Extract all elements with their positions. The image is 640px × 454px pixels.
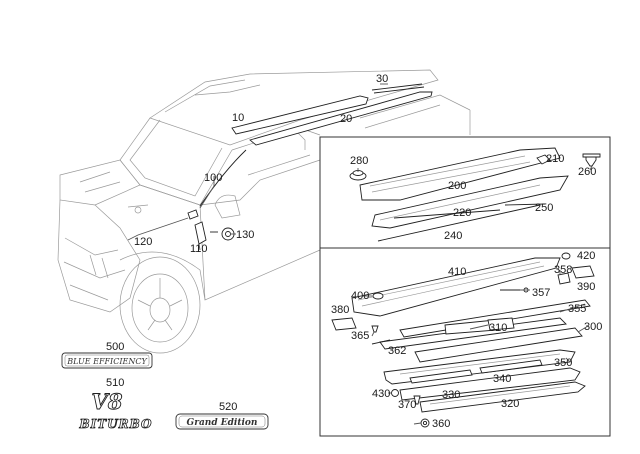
upper-sill-parts (349, 147, 601, 242)
callout-240: 240 (444, 230, 462, 242)
callout-380: 380 (331, 304, 349, 316)
callout-260: 260 (578, 166, 596, 178)
frame-lower (319, 247, 611, 437)
biturbo-badge: BITURBO (79, 417, 153, 431)
callout-510: 510 (106, 377, 124, 389)
callout-358: 358 (554, 264, 572, 276)
callout-330: 330 (442, 389, 460, 401)
leader-lines (127, 83, 593, 425)
front-trim-parts (187, 149, 247, 245)
blue-efficiency-badge: BLUE EFFICIENCY (66, 357, 147, 366)
grand-edition-badge: Grand Edition (187, 418, 258, 428)
callout-520: 520 (219, 401, 237, 413)
callout-120: 120 (134, 236, 152, 248)
callout-labels: 30 10 20 100 120 110 130 280 210 260 200… (106, 73, 602, 430)
callout-430: 430 (372, 388, 390, 400)
callout-110: 110 (190, 243, 208, 255)
callout-400: 400 (351, 290, 369, 302)
callout-130: 130 (236, 229, 254, 241)
callout-390: 390 (577, 281, 595, 293)
callout-370: 370 (398, 399, 416, 411)
callout-30: 30 (376, 73, 388, 85)
callout-420: 420 (577, 250, 595, 262)
callout-250: 250 (535, 202, 553, 214)
callout-360: 360 (432, 418, 450, 430)
lower-running-board-parts (331, 252, 595, 428)
callout-200: 200 (448, 180, 466, 192)
callout-320: 320 (501, 398, 519, 410)
callout-355: 355 (568, 303, 586, 315)
callout-210: 210 (546, 153, 564, 165)
callout-410: 410 (448, 266, 466, 278)
callout-20: 20 (340, 113, 352, 125)
callout-500: 500 (106, 341, 124, 353)
callout-340: 340 (493, 373, 511, 385)
callout-220: 220 (453, 207, 471, 219)
emblem-badges: BLUE EFFICIENCY V8 BITURBO Grand Edition (61, 352, 269, 431)
blue-efficiency-badge-frame (61, 352, 153, 369)
callout-300: 300 (584, 321, 602, 333)
callout-10: 10 (232, 112, 244, 124)
callout-280: 280 (350, 155, 368, 167)
grand-edition-badge-frame (175, 413, 269, 430)
callout-357: 357 (532, 287, 550, 299)
v8-badge: V8 (92, 389, 123, 414)
callout-310: 310 (489, 322, 507, 334)
callout-365: 365 (351, 330, 369, 342)
callout-100: 100 (204, 172, 222, 184)
callout-350: 350 (554, 357, 572, 369)
callout-362: 362 (388, 345, 406, 357)
roof-rail-parts (231, 83, 433, 146)
